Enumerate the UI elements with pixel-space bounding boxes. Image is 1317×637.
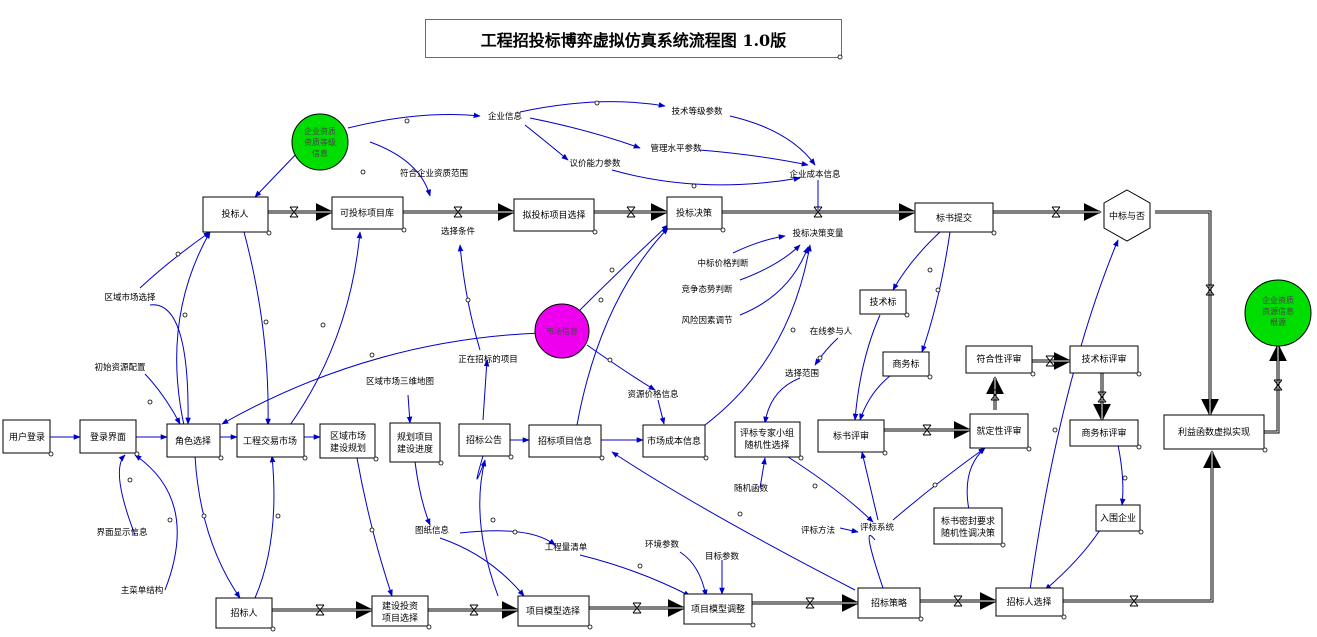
- node-yonghu: 用户登录: [9, 431, 45, 443]
- node-denglu: 登录界面: [90, 432, 126, 443]
- label-huanjing: 环境参数: [645, 539, 680, 550]
- label-jingzheng: 竞争态势判断: [681, 284, 733, 295]
- label-pingbiaofangfa: 评标方法: [801, 525, 835, 536]
- diagram-title: 工程招投标博弈虚拟仿真系统流程图 1.0版: [425, 19, 842, 58]
- label-quyuxuanze: 区域市场选择: [104, 292, 156, 303]
- node-xuanze: 招标人选择: [1006, 596, 1051, 608]
- qiye-circle: [291, 113, 349, 171]
- label-guanli: 管理水平参数: [650, 143, 702, 154]
- label-suiji: 随机函数: [734, 483, 769, 494]
- label-xuanzetiaojian: 选择条件: [441, 226, 476, 237]
- node-toubiaojuece: 投标决策: [676, 207, 712, 219]
- qiye-circle-line2: 资质等级: [304, 137, 336, 147]
- node-juese: 角色选择: [175, 435, 211, 447]
- node-shichangchengben: 市场成本信息: [647, 435, 701, 447]
- node-quyu-a: 区域市场: [330, 430, 366, 442]
- right-circle-line1: 企业资质: [1262, 295, 1294, 305]
- node-toubiaoren: 投标人: [221, 208, 248, 220]
- label-fuhe: 符合企业资质范围: [400, 168, 468, 179]
- node-zhaobiaogonggao: 招标公告: [466, 434, 502, 446]
- label-jiemian: 界面显示信息: [96, 527, 148, 538]
- label-canyu: 在线参与人: [810, 326, 853, 337]
- shichang-circle-text: 市场信息: [546, 326, 578, 336]
- node-ruwei: 入围企业: [1100, 512, 1136, 524]
- label-fengxian: 风险因素调节: [681, 315, 733, 326]
- node-guihua-a: 规划项目: [397, 431, 433, 443]
- label-pingbiaoxitong: 评标系统: [860, 522, 895, 533]
- node-biaoshupingshen: 标书评审: [833, 430, 869, 442]
- node-liyi: 利益函数虚拟实现: [1178, 426, 1250, 438]
- node-pingzhuan-b: 随机性选择: [744, 439, 789, 451]
- label-tuzhi: 图纸信息: [415, 525, 450, 536]
- process-boxes: [2, 196, 1265, 629]
- node-jianshe-b: 项目选择: [382, 612, 418, 624]
- label-mubiao: 目标参数: [705, 551, 740, 562]
- label-zhongbiaojiage: 中标价格判断: [697, 258, 749, 269]
- node-zhaobiaoren: 招标人: [230, 607, 257, 619]
- label-qiyexinxi: 企业信息: [488, 111, 523, 122]
- label-chushi: 初始资源配置: [94, 362, 146, 373]
- right-circle-line2: 资源信息: [1262, 306, 1294, 316]
- info-links: [50, 101, 1126, 599]
- node-jishubiao: 技术标: [869, 296, 896, 308]
- node-jishupingshen: 技术标评审: [1081, 353, 1126, 365]
- link-dots: [127, 100, 1128, 569]
- label-juecebianliang: 投标决策变量: [792, 228, 844, 239]
- zhongbiao-hexagon: [1103, 189, 1151, 242]
- qiye-circle-line1: 企业资质: [304, 126, 336, 136]
- node-guihua-b: 建设进度: [397, 443, 433, 455]
- label-qiyechengben: 企业成本信息: [789, 169, 841, 180]
- node-biaoshu-a: 标书密封要求: [941, 515, 995, 527]
- node-dingjia: 就定性评审: [976, 425, 1021, 437]
- node-zhaobiaoxinxi: 招标项目信息: [538, 435, 592, 447]
- box-corner-dots: [48, 54, 1268, 632]
- node-quyu-b: 建设规划: [330, 442, 366, 454]
- node-fuhexing: 符合性评审: [976, 353, 1021, 365]
- label-ziyuan: 资源价格信息: [627, 389, 679, 400]
- node-gongcheng: 工程交易市场: [243, 435, 297, 447]
- label-jishudengji: 技术等级参数: [671, 106, 723, 117]
- label-caidan: 主菜单结构: [121, 585, 164, 596]
- node-biaoshutijiao: 标书提交: [936, 212, 972, 224]
- node-biaoshu-b: 随机性调决策: [941, 527, 995, 539]
- node-moxing: 项目模型选择: [526, 605, 580, 617]
- node-celue: 招标策略: [871, 597, 907, 609]
- node-shangwupingshen: 商务标评审: [1081, 427, 1126, 439]
- node-shangwubiao: 商务标: [892, 358, 919, 370]
- shichang-circle: [534, 303, 590, 359]
- label-quyusanwei: 区域市场三维地图: [366, 376, 434, 387]
- label-zaizhao: 正在招标的项目: [458, 354, 518, 365]
- node-jianshe-a: 建设投资: [382, 600, 418, 612]
- label-yijia: 议价能力参数: [569, 158, 621, 169]
- label-xuanzefanwei: 选择范围: [785, 368, 819, 379]
- qiye-circle-line3: 信息: [312, 148, 328, 158]
- node-nitoubiao: 拟投标项目选择: [522, 209, 585, 221]
- flow-pipes: [268, 203, 1287, 619]
- right-circle-line3: 根源: [1270, 317, 1286, 327]
- right-circle: [1244, 279, 1312, 347]
- node-zhongbiao: 中标与否: [1109, 210, 1145, 222]
- node-pingzhuan-a: 评标专家小组: [740, 427, 794, 439]
- label-qingdan: 工程量清单: [545, 542, 588, 553]
- node-kitoubiao: 可投标项目库: [340, 207, 394, 219]
- node-tiaozheng: 项目模型调整: [691, 603, 745, 615]
